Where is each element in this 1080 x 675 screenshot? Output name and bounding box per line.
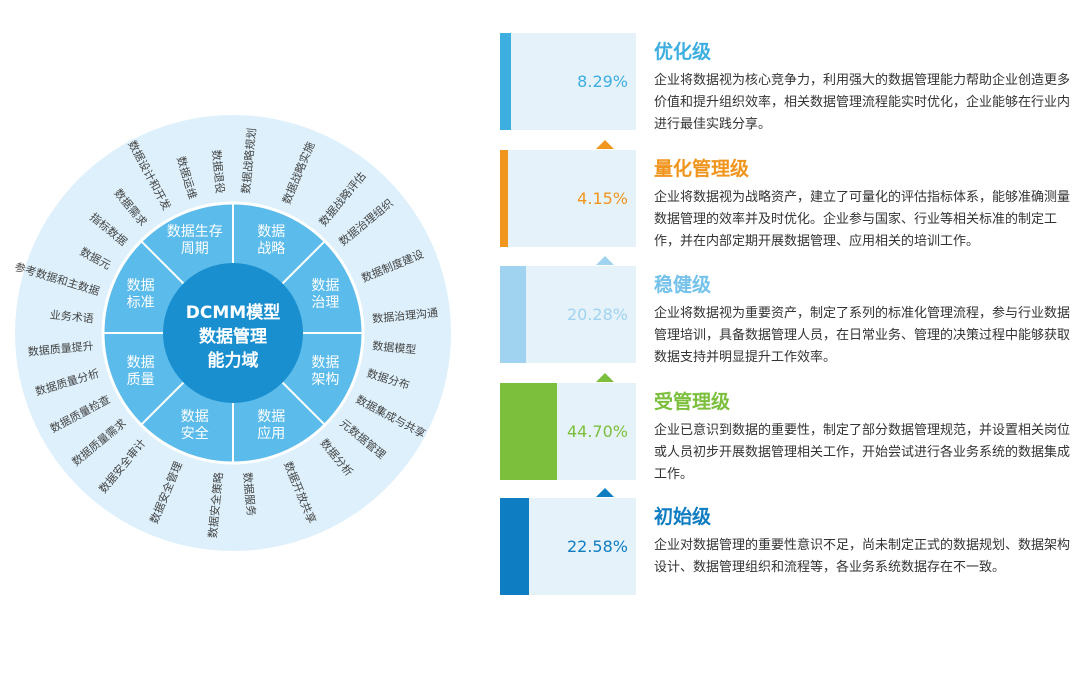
level-name: 受管理级 — [654, 391, 731, 413]
domain-item: 数据质量提升 — [27, 338, 94, 358]
level-up-arrow — [596, 140, 614, 149]
ring-border — [101, 201, 365, 465]
domain-label: 数据 — [181, 409, 209, 425]
dcmm-wheel-diagram: DCMM模型数据管理能力域数据战略数据战略规划数据战略实施数据战略评估数据治理数… — [13, 115, 451, 551]
domain-label: 数据 — [257, 224, 285, 240]
domain-label: 数据 — [127, 278, 155, 294]
domain-item: 数据模型 — [372, 338, 417, 356]
level-bar-box: 8.29% — [500, 33, 636, 130]
level-text-block: 量化管理级企业将数据视为战略资产，建立了可量化的评估指标体系，能够准确测量数据管… — [654, 154, 1070, 253]
level-text-block: 优化级企业将数据视为核心竞争力，利用强大的数据管理能力帮助企业创造更多价值和提升… — [654, 37, 1070, 136]
level-bar-fill — [500, 266, 526, 363]
domain-divider — [281, 240, 326, 285]
level-bar-fill — [500, 150, 508, 247]
domain-label: 标准 — [127, 295, 155, 311]
level-bar-box: 44.70% — [500, 383, 636, 480]
level-percent: 22.58% — [566, 537, 628, 556]
level-up-arrow — [596, 373, 614, 382]
level-name: 量化管理级 — [654, 158, 750, 180]
domain-item: 数据退役 — [209, 149, 227, 194]
domain-item: 业务术语 — [49, 308, 94, 325]
domain-divider — [281, 381, 326, 426]
level-bar-box: 4.15% — [500, 150, 636, 247]
domain-divider — [140, 240, 185, 285]
domain-label: 数据 — [311, 278, 339, 294]
center-title-line: 能力域 — [208, 350, 259, 371]
domain-item: 数据战略规划 — [238, 127, 258, 194]
domain-label: 战略 — [257, 241, 285, 257]
level-description: 企业将数据视为战略资产，建立了可量化的评估指标体系，能够准确测量数据管理的效率并… — [654, 190, 1071, 249]
level-name: 稳健级 — [654, 274, 712, 296]
level-name: 初始级 — [654, 506, 712, 528]
level-bar-box: 20.28% — [500, 266, 636, 363]
center-circle — [163, 263, 303, 403]
level-description: 企业将数据视为重要资产，制定了系列的标准化管理流程，参与行业数据管理培训，具备数… — [654, 306, 1071, 365]
level-percent: 4.15% — [577, 189, 628, 208]
center-title-line: 数据管理 — [199, 326, 267, 347]
center-title-line: DCMM模型 — [186, 302, 280, 323]
level-text-block: 受管理级企业已意识到数据的重要性，制定了部分数据管理规范，并设置相关岗位或人员初… — [654, 387, 1070, 486]
level-bar-fill — [500, 33, 511, 130]
domain-label: 安全 — [181, 425, 209, 442]
level-text-block: 初始级企业对数据管理的重要性意识不足，尚未制定正式的数据规划、数据架构设计、数据… — [654, 502, 1070, 579]
domain-label: 数据 — [257, 409, 285, 425]
domain-item: 数据服务 — [240, 472, 258, 517]
level-up-arrow — [596, 256, 614, 265]
domain-label: 质量 — [127, 372, 155, 388]
level-description: 企业对数据管理的重要性意识不足，尚未制定正式的数据规划、数据架构设计、数据管理组… — [654, 538, 1071, 575]
domain-label: 数据 — [311, 355, 339, 371]
level-percent: 20.28% — [566, 305, 628, 324]
level-description: 企业将数据视为核心竞争力，利用强大的数据管理能力帮助企业创造更多价值和提升组织效… — [654, 73, 1071, 132]
level-up-arrow — [596, 488, 614, 497]
domain-label: 架构 — [311, 372, 339, 388]
level-percent: 44.70% — [566, 422, 628, 441]
level-text-block: 稳健级企业将数据视为重要资产，制定了系列的标准化管理流程，参与行业数据管理培训，… — [654, 270, 1070, 369]
level-percent: 8.29% — [577, 72, 628, 91]
domain-label: 应用 — [257, 425, 285, 442]
domain-label: 数据生存 — [167, 224, 223, 240]
domain-label: 数据 — [127, 355, 155, 371]
level-name: 优化级 — [654, 41, 712, 63]
domain-label: 治理 — [311, 295, 339, 311]
domain-item: 数据安全策略 — [205, 472, 225, 539]
level-bar-fill — [500, 383, 558, 480]
level-bar-fill — [500, 498, 529, 595]
level-bar-box: 22.58% — [500, 498, 636, 595]
level-description: 企业已意识到数据的重要性，制定了部分数据管理规范，并设置相关岗位或人员初步开展数… — [654, 423, 1071, 482]
domain-label: 周期 — [181, 241, 209, 257]
domain-divider — [140, 381, 185, 426]
domain-item: 数据治理沟通 — [372, 305, 439, 325]
